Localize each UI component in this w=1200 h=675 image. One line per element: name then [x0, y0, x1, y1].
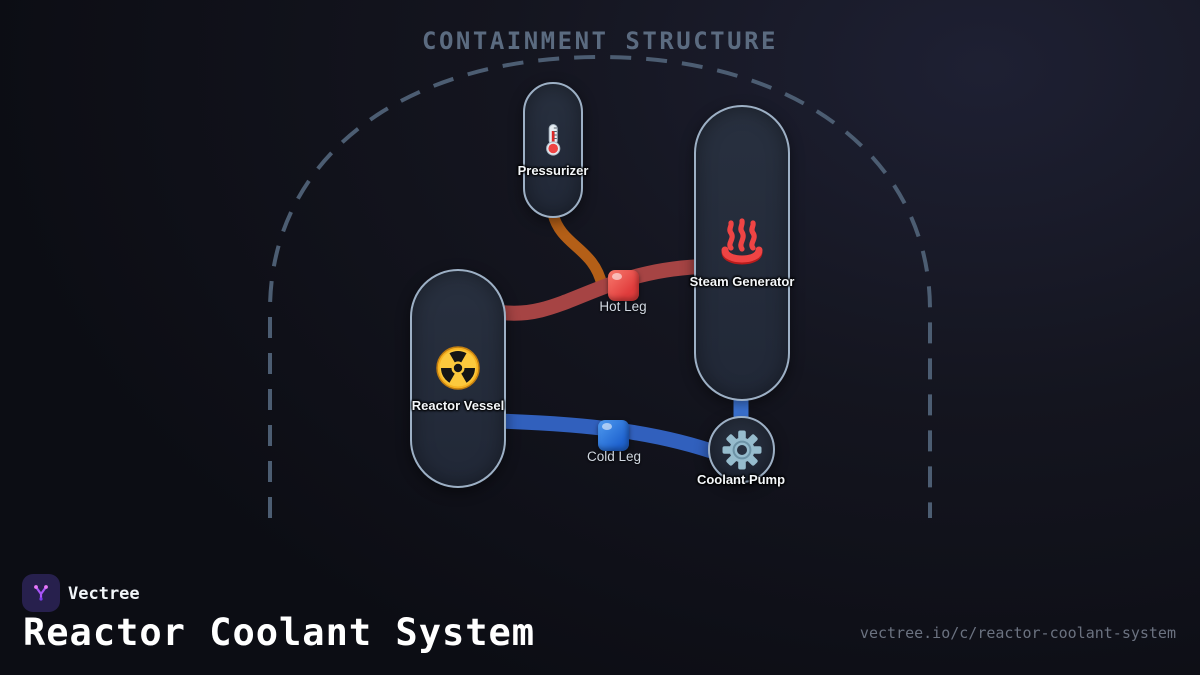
containment-structure-label: CONTAINMENT STRUCTURE [422, 27, 778, 55]
steam-generator-node[interactable]: Steam Generator [690, 105, 794, 401]
page-url[interactable]: vectree.io/c/reactor-coolant-system [859, 624, 1176, 642]
coolant-pump-label: Coolant Pump [696, 472, 786, 487]
coolant-pump-node[interactable] [708, 416, 775, 483]
cold-leg-label: Cold Leg [586, 449, 642, 464]
hot-springs-icon [721, 218, 763, 265]
hot-leg-junction-node[interactable] [608, 270, 639, 301]
vectree-logo[interactable] [22, 574, 60, 612]
vectree-branch-icon [34, 585, 48, 601]
pressurizer-label: Pressurizer [517, 163, 589, 178]
radioactive-icon [436, 345, 480, 390]
surge-line-pipe [547, 208, 608, 291]
gear-icon [722, 430, 761, 469]
brand-name: Vectree [68, 584, 140, 604]
page-title: Reactor Coolant System [23, 611, 536, 654]
containment-outline [268, 54, 932, 518]
thermometer-icon [546, 124, 561, 156]
pressurizer-node[interactable]: Pressurizer [518, 82, 588, 218]
cold-leg-junction-node[interactable] [598, 420, 629, 451]
hot-leg-label: Hot Leg [599, 299, 647, 314]
steam-generator-label: Steam Generator [689, 274, 795, 289]
reactor-vessel-node[interactable]: Reactor Vessel [410, 269, 506, 488]
reactor-vessel-label: Reactor Vessel [411, 397, 505, 413]
